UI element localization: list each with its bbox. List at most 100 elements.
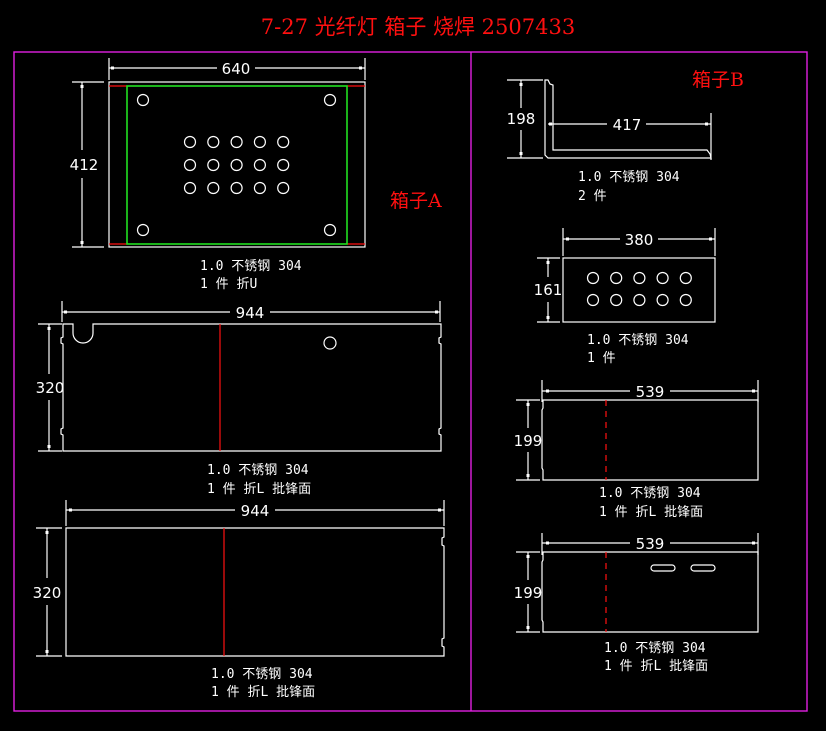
part-note-qty: 1 件 折L 批锋面 — [207, 482, 311, 497]
part-note-material: 1.0 不锈钢 304 — [207, 463, 309, 478]
panel-outline — [541, 399, 759, 481]
part-note-material: 1.0 不锈钢 304 — [578, 170, 680, 185]
bracket-outline — [544, 79, 712, 159]
dim-height-label: 198 — [507, 110, 536, 128]
dim-tick — [64, 310, 67, 314]
hole — [277, 135, 290, 149]
hole — [679, 271, 692, 285]
hole — [207, 181, 220, 195]
hole — [207, 135, 220, 149]
dim-width-label: 539 — [636, 383, 665, 401]
dim-height-label: 161 — [534, 281, 563, 299]
hole — [253, 181, 266, 195]
dim-tick — [546, 541, 549, 545]
dim-tick — [69, 508, 72, 512]
hole — [679, 293, 692, 307]
hole — [230, 135, 243, 149]
dim-tick — [80, 241, 84, 244]
dim-tick — [80, 85, 84, 88]
part-note-material: 1.0 不锈钢 304 — [211, 667, 313, 682]
hole — [323, 223, 337, 237]
part-panel-b2: 539 199 1.0 不锈钢 304 1 件 折L 批锋面 — [514, 533, 759, 674]
hole — [633, 293, 646, 307]
dim-tick — [546, 261, 550, 264]
dim-height-label: 199 — [514, 584, 543, 602]
dim-width-label: 539 — [636, 535, 665, 553]
dim-width-label: 380 — [625, 231, 654, 249]
plate-outline — [562, 257, 716, 323]
part-panel-b1: 539 199 1.0 不锈钢 304 1 件 折L 批锋面 — [514, 380, 759, 520]
hole — [183, 158, 197, 172]
dim-tick — [546, 389, 549, 393]
dim-tick — [519, 152, 523, 155]
dim-tick — [526, 403, 530, 406]
part-note-material: 1.0 不锈钢 304 — [587, 333, 689, 348]
part-note-material: 1.0 不锈钢 304 — [599, 486, 701, 501]
hole — [277, 158, 290, 172]
panel-outline — [65, 527, 445, 657]
dim-tick — [111, 66, 114, 70]
part-note-qty: 1 件 折L 批锋面 — [211, 685, 315, 700]
dim-tick — [45, 650, 49, 653]
dim-width-label: 944 — [236, 304, 265, 322]
part-side-panel-2: 944 320 1.0 不锈钢 304 1 件 折L 批锋面 — [33, 500, 445, 700]
box-b-label: 箱子B — [692, 69, 744, 91]
dim-tick — [752, 389, 755, 393]
inner-outline — [126, 85, 348, 245]
dim-tick — [546, 316, 550, 319]
dim-tick — [549, 122, 552, 126]
part-l-bracket: 198 417 1.0 不锈钢 304 2 件 — [507, 79, 712, 204]
hole — [207, 158, 220, 172]
dim-width-label: 944 — [241, 502, 270, 520]
hole — [253, 135, 266, 149]
part-note-qty: 1 件 折U — [200, 277, 257, 292]
part-side-panel-1: 944 320 1.0 不锈钢 304 1 件 折L 批锋面 — [36, 301, 442, 497]
dim-tick — [47, 445, 51, 448]
dim-tick — [566, 237, 569, 241]
hole — [277, 181, 290, 195]
panel-outline — [541, 551, 759, 633]
plate-outline — [108, 81, 366, 248]
hole — [183, 135, 197, 149]
dim-tick — [519, 83, 523, 86]
round-hole — [323, 336, 337, 350]
dim-height-label: 320 — [36, 379, 65, 397]
hole — [323, 93, 337, 107]
hole — [230, 158, 243, 172]
part-note-qty: 1 件 折L 批锋面 — [599, 505, 703, 520]
part-note-qty: 1 件 — [587, 351, 616, 366]
box-a-label: 箱子A — [390, 190, 442, 212]
part-hole-plate: 380 161 1.0 不锈钢 304 1 件 — [534, 228, 716, 366]
dim-tick — [47, 327, 51, 330]
hole — [253, 158, 266, 172]
hole — [656, 293, 669, 307]
slot — [650, 564, 676, 572]
hole — [610, 271, 623, 285]
dim-tick — [435, 310, 438, 314]
dim-tick — [526, 626, 530, 629]
dim-width-label: 417 — [613, 116, 642, 134]
dim-height-label: 199 — [514, 432, 543, 450]
hole — [633, 271, 646, 285]
dim-tick — [438, 508, 441, 512]
dim-tick — [526, 474, 530, 477]
part-note-qty: 2 件 — [578, 189, 607, 204]
dim-tick — [359, 66, 362, 70]
part-note-qty: 1 件 折L 批锋面 — [604, 659, 708, 674]
hole — [656, 271, 669, 285]
dim-tick — [526, 555, 530, 558]
hole — [586, 271, 600, 285]
hole — [586, 293, 600, 307]
slot — [690, 564, 716, 572]
dim-tick — [709, 237, 712, 241]
hole — [136, 223, 150, 237]
hole — [136, 93, 150, 107]
hole — [610, 293, 623, 307]
part-note-material: 1.0 不锈钢 304 — [200, 259, 302, 274]
hole — [183, 181, 197, 195]
part-note-material: 1.0 不锈钢 304 — [604, 641, 706, 656]
drawing-title: 7-27 光纤灯 箱子 烧焊 2507433 — [261, 15, 575, 39]
panel-outline — [60, 323, 442, 452]
dim-height-label: 320 — [33, 584, 62, 602]
